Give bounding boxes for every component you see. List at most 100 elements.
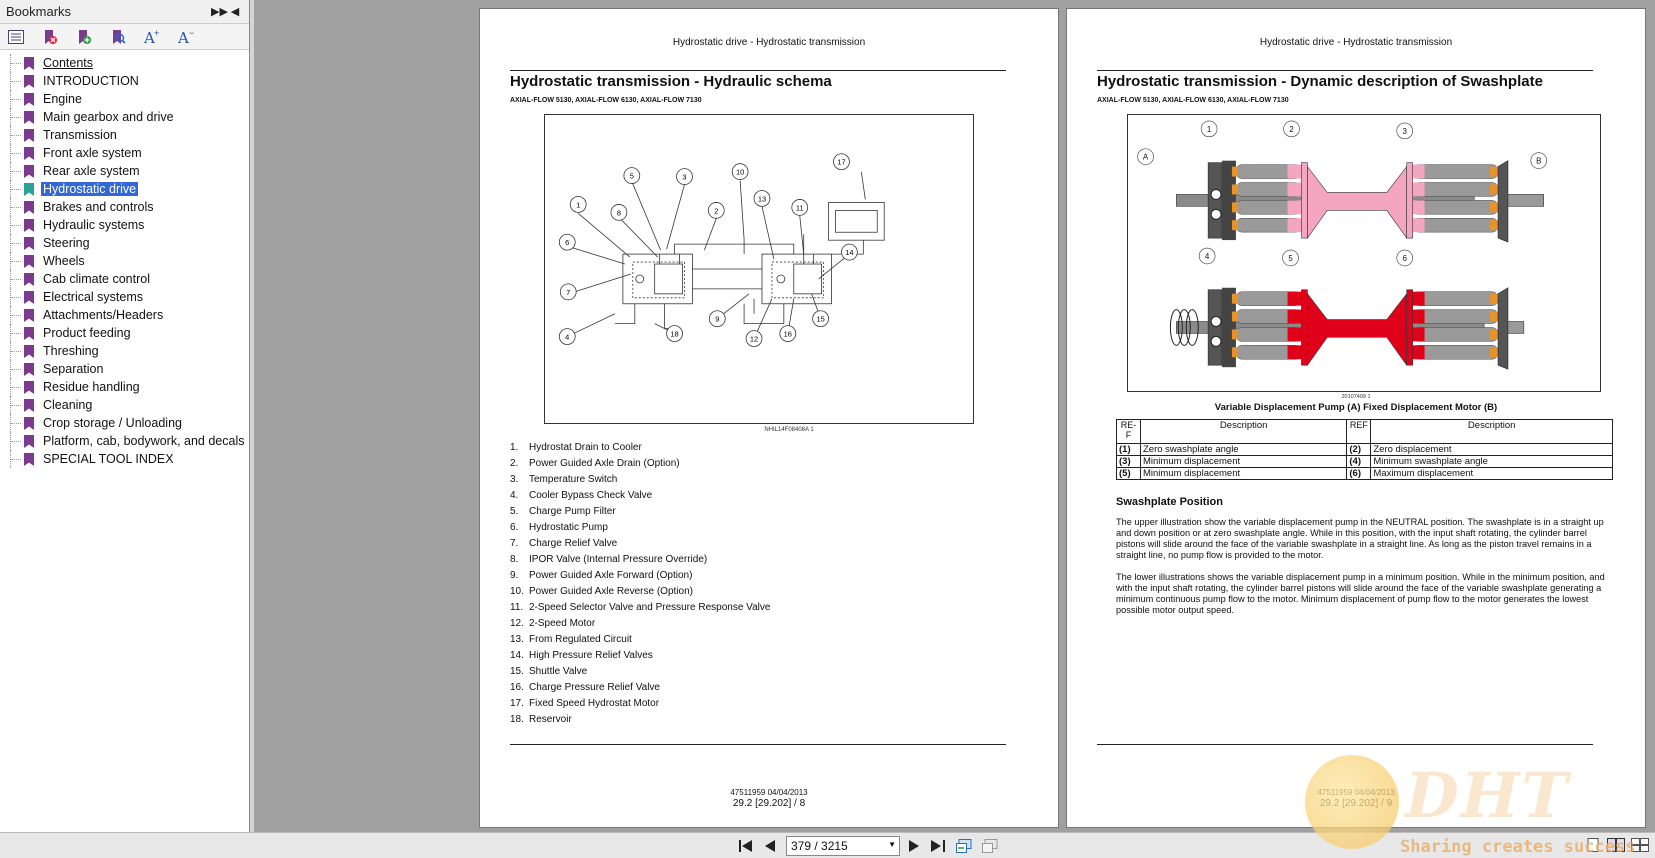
- part-name: Shuttle Valve: [529, 666, 588, 677]
- callout-label: 3: [682, 173, 686, 182]
- bookmark-item[interactable]: Engine: [10, 90, 249, 108]
- bookmark-item[interactable]: Cab climate control: [10, 270, 249, 288]
- bookmark-item[interactable]: Hydraulic systems: [10, 216, 249, 234]
- list-item: 11.2-Speed Selector Valve and Pressure R…: [510, 602, 770, 618]
- bookmark-icon: [24, 146, 34, 160]
- chevron-down-icon[interactable]: ▼: [888, 840, 896, 849]
- tree-connector: [10, 306, 22, 324]
- model-list: AXIAL-FLOW 5130, AXIAL-FLOW 6130, AXIAL-…: [1097, 97, 1289, 104]
- bookmark-item[interactable]: Rear axle system: [10, 162, 249, 180]
- bookmark-icon: [24, 398, 34, 412]
- expand-panel-icon[interactable]: ▶▶: [211, 6, 228, 18]
- bookmark-item[interactable]: Residue handling: [10, 378, 249, 396]
- callout-label: 6: [565, 238, 569, 247]
- part-name: Hydrostatic Pump: [529, 522, 608, 533]
- page-footer: 47511959 04/04/2013 29.2 [29.202] / 9: [1067, 787, 1645, 809]
- svg-text:−: −: [189, 29, 194, 38]
- view-mode-group: [1585, 838, 1649, 857]
- next-view-icon[interactable]: [982, 838, 998, 854]
- next-page-icon[interactable]: [906, 838, 922, 854]
- callout-label: 1: [576, 200, 580, 209]
- bookmark-item[interactable]: Product feeding: [10, 324, 249, 342]
- bookmark-item[interactable]: Transmission: [10, 126, 249, 144]
- two-page-view-icon[interactable]: [1607, 838, 1625, 857]
- tree-connector: [10, 288, 22, 306]
- bookmark-icon: [24, 452, 34, 466]
- list-item: 12.2-Speed Motor: [510, 618, 770, 634]
- bookmark-icon: [24, 74, 34, 88]
- part-name: High Pressure Relief Valves: [529, 650, 653, 661]
- callout-circle: [731, 163, 749, 180]
- tree-connector: [10, 180, 22, 198]
- callout-label: 4: [565, 333, 569, 342]
- callout-circle: [558, 233, 576, 251]
- bookmarks-toolbar: A+ A−: [0, 24, 249, 50]
- callout-circle: [812, 310, 829, 328]
- bookmark-item[interactable]: Wheels: [10, 252, 249, 270]
- figure-title: Variable Displacement Pump (A) Fixed Dis…: [1214, 402, 1498, 413]
- collapse-panel-icon[interactable]: ◀: [230, 6, 240, 18]
- ref-cell: (2): [1346, 443, 1372, 456]
- bookmark-item[interactable]: Threshing: [10, 342, 249, 360]
- previous-page-icon[interactable]: [762, 838, 778, 854]
- part-number: 13.: [510, 634, 524, 645]
- callout-label: 5: [630, 172, 634, 181]
- bookmark-icon: [24, 182, 34, 196]
- delete-bookmark-icon[interactable]: [40, 27, 60, 47]
- bookmark-item[interactable]: Attachments/Headers: [10, 306, 249, 324]
- bookmark-item[interactable]: Crop storage / Unloading: [10, 414, 249, 432]
- bookmark-item[interactable]: Cleaning: [10, 396, 249, 414]
- bookmark-item[interactable]: Hydrostatic drive: [10, 180, 249, 198]
- previous-view-icon[interactable]: [956, 838, 972, 854]
- callout-circle: [745, 330, 763, 347]
- panel-splitter[interactable]: [250, 0, 254, 832]
- piston-shoe: [1231, 329, 1238, 340]
- bookmark-icon: [24, 164, 34, 178]
- page-number-field[interactable]: 379 / 3215 ▼: [786, 836, 900, 856]
- bookmark-icon: [24, 308, 34, 322]
- callout-label: 18: [670, 330, 678, 339]
- last-page-icon[interactable]: [930, 838, 946, 854]
- section-title: Swashplate Position: [1116, 496, 1223, 508]
- bookmark-item[interactable]: INTRODUCTION: [10, 72, 249, 90]
- figure-caption: NHIL14F08408A 1: [764, 427, 814, 433]
- figure-label-1: 1: [1207, 125, 1212, 134]
- bookmark-icon: [24, 290, 34, 304]
- bookmark-options-icon[interactable]: [6, 27, 26, 47]
- list-item: 1.Hydrostat Drain to Cooler: [510, 442, 770, 458]
- ref-cell: (4): [1346, 455, 1372, 468]
- table-row: (5)Minimum displacement(6)Maximum displa…: [1116, 467, 1613, 480]
- bookmark-item[interactable]: Front axle system: [10, 144, 249, 162]
- part-name: Charge Pump Filter: [529, 506, 616, 517]
- fluid-chamber: [1287, 327, 1302, 342]
- part-number: 14.: [510, 650, 524, 661]
- decrease-text-size-icon[interactable]: A−: [176, 27, 196, 47]
- bookmark-item[interactable]: Electrical systems: [10, 288, 249, 306]
- piston: [1412, 200, 1499, 215]
- increase-text-size-icon[interactable]: A+: [142, 27, 162, 47]
- new-bookmark-icon[interactable]: [74, 27, 94, 47]
- first-page-icon[interactable]: [738, 838, 754, 854]
- bookmark-label: Contents: [43, 56, 94, 70]
- part-number: 15.: [510, 666, 524, 677]
- single-page-view-icon[interactable]: [1585, 838, 1601, 857]
- tree-connector: [10, 216, 22, 234]
- bookmark-item[interactable]: Steering: [10, 234, 249, 252]
- bookmark-item[interactable]: SPECIAL TOOL INDEX: [10, 450, 249, 468]
- bookmark-item[interactable]: Platform, cab, bodywork, and decals: [10, 432, 249, 450]
- list-item: 16.Charge Pressure Relief Valve: [510, 682, 770, 698]
- bookmark-label: Hydrostatic drive: [41, 182, 139, 196]
- bookmark-item[interactable]: Separation: [10, 360, 249, 378]
- page-number: 29.2 [29.202] / 9: [1319, 798, 1393, 809]
- find-bookmark-icon[interactable]: [108, 27, 128, 47]
- callout-label: 17: [837, 158, 845, 167]
- footer-rule: [1097, 744, 1593, 745]
- callout-circle: [708, 310, 726, 328]
- continuous-view-icon[interactable]: [1631, 838, 1649, 857]
- tree-connector: [10, 144, 22, 162]
- bookmark-item[interactable]: Brakes and controls: [10, 198, 249, 216]
- bookmark-item[interactable]: Contents: [10, 54, 249, 72]
- bookmark-label: Cab climate control: [43, 272, 150, 286]
- bookmark-item[interactable]: Main gearbox and drive: [10, 108, 249, 126]
